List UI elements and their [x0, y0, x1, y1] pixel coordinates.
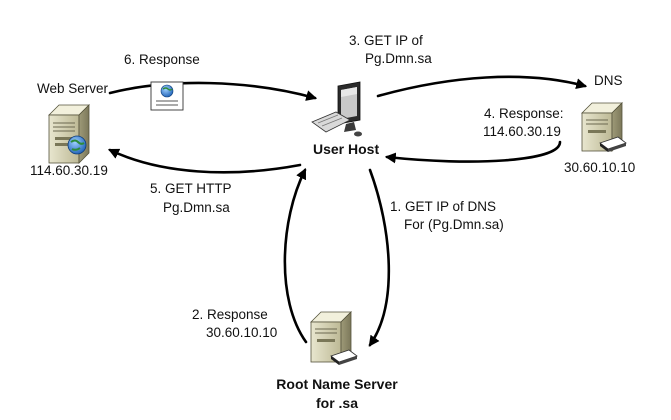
step1-label: 1. GET IP of DNS [390, 199, 496, 214]
globe-icon [67, 135, 87, 155]
step6-label: 6. Response [124, 52, 200, 67]
step3-label-line2: Pg.Dmn.sa [365, 51, 432, 66]
root-name-server-icon [310, 311, 358, 365]
root-name-server-label-line2: for .sa [316, 395, 358, 411]
arrow-step6-web-to-user [108, 81, 318, 101]
web-server-icon [48, 104, 90, 164]
dns-label: DNS [594, 73, 623, 88]
document-icon [150, 81, 184, 111]
arrow-step2-root-to-user [283, 168, 308, 344]
root-name-server-label: Root Name Server [276, 376, 398, 392]
web-server-ip: 114.60.30.19 [30, 163, 108, 178]
step5-label: 5. GET HTTP [150, 181, 232, 196]
book-icon [599, 136, 627, 152]
dns-ip: 30.60.10.10 [564, 160, 635, 175]
arrow-step3-user-to-dns [376, 75, 588, 98]
arrow-step1-user-to-root [368, 168, 391, 347]
dns-server-icon [581, 102, 627, 152]
step2-label-line2: 30.60.10.10 [206, 325, 277, 340]
computer-icon [311, 81, 362, 137]
step5-label-line2: Pg.Dmn.sa [163, 200, 230, 215]
book-icon [330, 349, 358, 365]
step4-label-line2: 114.60.30.19 [483, 124, 561, 139]
web-server-label: Web Server [37, 81, 109, 96]
arrow-step5-user-to-web [108, 148, 302, 174]
user-host-label: User Host [313, 141, 379, 157]
step3-label: 3. GET IP of [349, 33, 423, 48]
step1-label-line2: For (Pg.Dmn.sa) [404, 217, 504, 232]
step4-label: 4. Response: [484, 106, 564, 121]
step2-label: 2. Response [192, 307, 268, 322]
arrow-step4-dns-to-user [384, 140, 562, 164]
